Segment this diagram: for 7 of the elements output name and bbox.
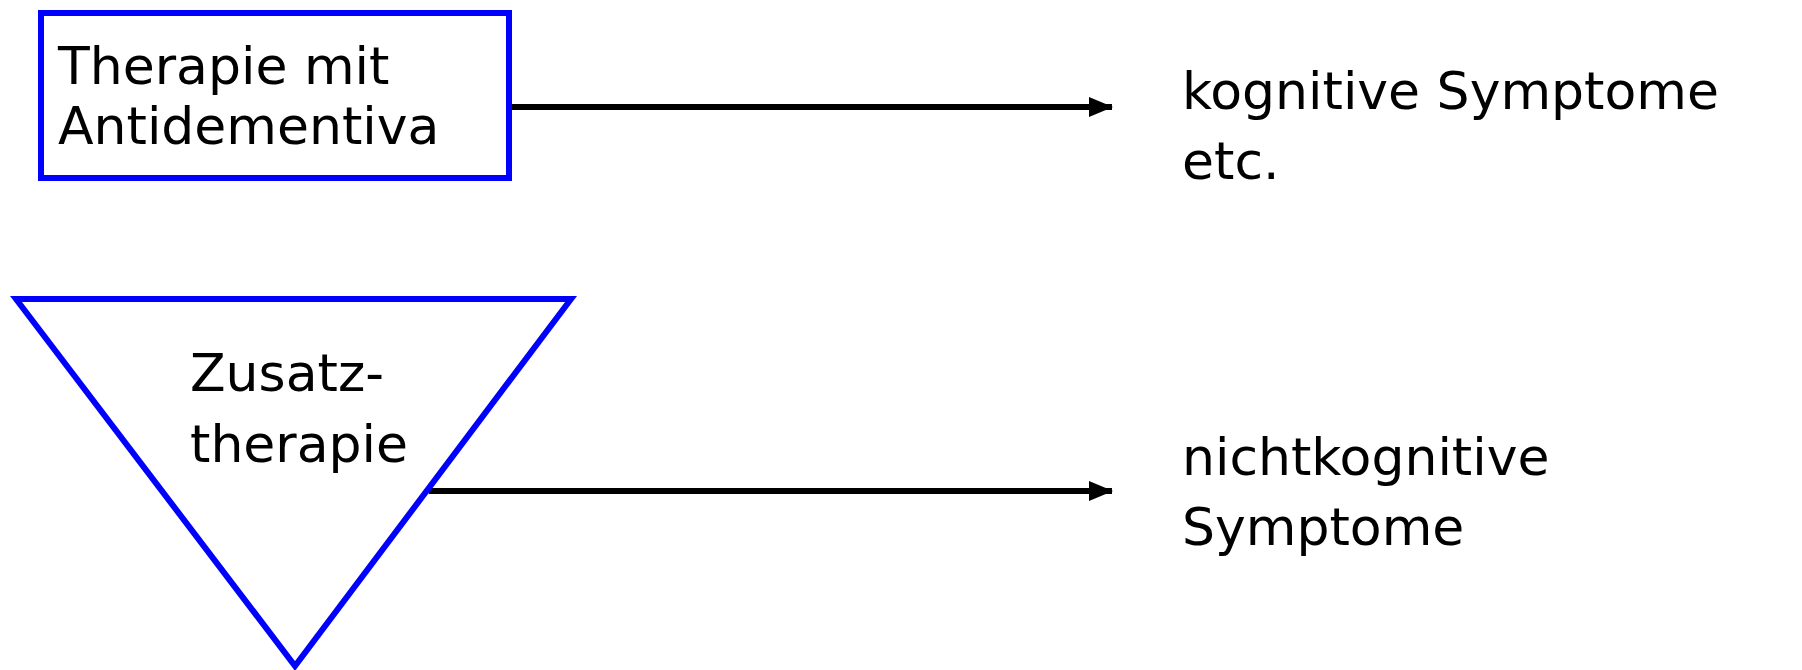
result-text: nichtkognitive Symptome — [1182, 426, 1551, 559]
process-box — [38, 10, 512, 181]
box-label: Therapie mit Antidementiva — [58, 35, 441, 156]
arrow — [512, 97, 1113, 117]
triangle-label: Zusatz- therapie — [190, 342, 410, 476]
arrow — [428, 481, 1113, 501]
result-text: kognitive Symptome etc. — [1182, 60, 1720, 193]
